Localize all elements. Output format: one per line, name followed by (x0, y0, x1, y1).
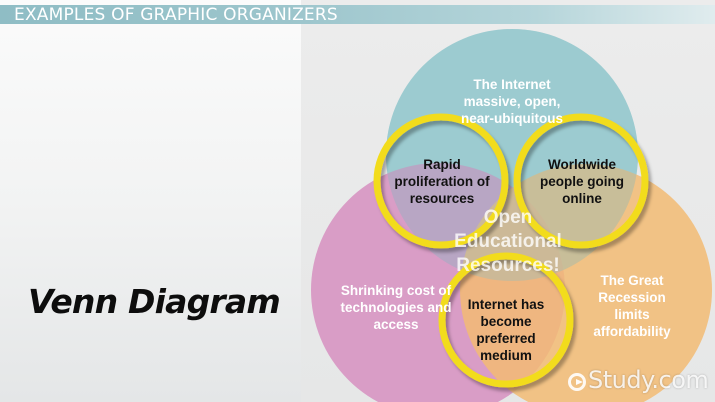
play-icon (568, 373, 586, 391)
label-overlap-top-right: Worldwide people going online (540, 157, 624, 206)
label-top-circle: The Internet massive, open, near-ubiquit… (461, 77, 563, 126)
label-center: Open Educational Resources! (454, 207, 562, 276)
header-band (0, 5, 715, 24)
left-panel (0, 0, 301, 402)
label-left-circle: Shrinking cost of technologies and acces… (340, 283, 452, 332)
label-overlap-bottom: Internet has become preferred medium (467, 297, 545, 363)
venn-diagram-title: Venn Diagram (28, 282, 281, 321)
ring-top-left (373, 113, 509, 249)
study-com-watermark: Study.com (568, 366, 709, 394)
circle-right (460, 164, 712, 402)
label-right-circle: The Great Recession limits affordability (593, 273, 671, 339)
label-overlap-top-left: Rapid proliferation of resources (394, 157, 490, 206)
slide-header-title: EXAMPLES OF GRAPHIC ORGANIZERS (14, 5, 338, 25)
ring-top-right (513, 113, 649, 249)
ring-bottom (438, 252, 574, 388)
